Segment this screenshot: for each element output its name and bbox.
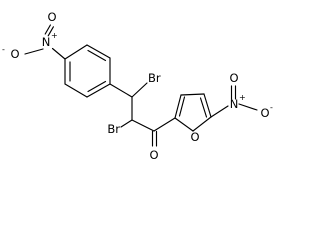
bond-furan-3 bbox=[203, 93, 212, 118]
charge-o-phenyl-nitro-left: - bbox=[2, 45, 5, 54]
atom-o-furan-nitro-right: O bbox=[260, 106, 269, 120]
atom-br-lower: Br bbox=[107, 122, 120, 136]
bond-furan-1-inner bbox=[178, 96, 186, 117]
atom-o-phenyl-nitro-left: O bbox=[10, 47, 19, 61]
atom-o-phenyl-nitro-top: O bbox=[47, 10, 56, 24]
atom-o-furan: O bbox=[190, 130, 199, 144]
charge-n-furan-nitro: + bbox=[239, 93, 246, 102]
bond-ring-5 bbox=[64, 83, 88, 98]
atom-layer: O N + O - Br Br O O N + O O - bbox=[2, 10, 273, 162]
bond-ring-cbr bbox=[109, 83, 133, 98]
bond-n-o-top-b bbox=[47, 26, 54, 37]
bond-ring-1 bbox=[64, 44, 88, 60]
molecule-structure: O N + O - Br Br O O N + O O - bbox=[2, 10, 273, 162]
bond-n-o-left bbox=[24, 48, 44, 55]
bond-layer bbox=[24, 24, 258, 147]
atom-o-furan-nitro-top: O bbox=[229, 71, 238, 85]
bond-ring-inner-1 bbox=[87, 49, 107, 62]
bond-furan-5 bbox=[174, 117, 194, 132]
charge-o-furan-nitro-right: - bbox=[270, 103, 273, 112]
atom-n-phenyl-nitro: N bbox=[42, 35, 51, 49]
structure-canvas: O N + O - Br Br O O N + O O - bbox=[2, 10, 273, 162]
atom-n-furan-nitro: N bbox=[230, 97, 239, 111]
bond-n-o-right bbox=[238, 103, 258, 111]
bond-ring-inner-2 bbox=[87, 80, 107, 93]
bond-cbr-carbonyl bbox=[131, 119, 155, 132]
bond-furan-n bbox=[210, 105, 229, 118]
bond-furan-2 bbox=[180, 93, 205, 96]
bond-carbonyl-furan bbox=[153, 117, 176, 132]
bond-ring-4 bbox=[86, 83, 111, 98]
bond-cbr-br-upper bbox=[131, 82, 148, 98]
bond-cbr-br-lower bbox=[120, 119, 133, 128]
atom-o-carbonyl: O bbox=[149, 148, 158, 162]
atom-br-upper: Br bbox=[148, 71, 161, 85]
bond-ring-2 bbox=[86, 44, 111, 59]
bond-n-o-top-a bbox=[44, 24, 51, 35]
charge-n-phenyl-nitro: + bbox=[51, 31, 58, 40]
bond-n-ring bbox=[51, 47, 66, 60]
bond-furan-3-inner bbox=[199, 97, 208, 118]
bond-furan-1 bbox=[174, 94, 182, 119]
bond-furan-4 bbox=[192, 116, 212, 132]
